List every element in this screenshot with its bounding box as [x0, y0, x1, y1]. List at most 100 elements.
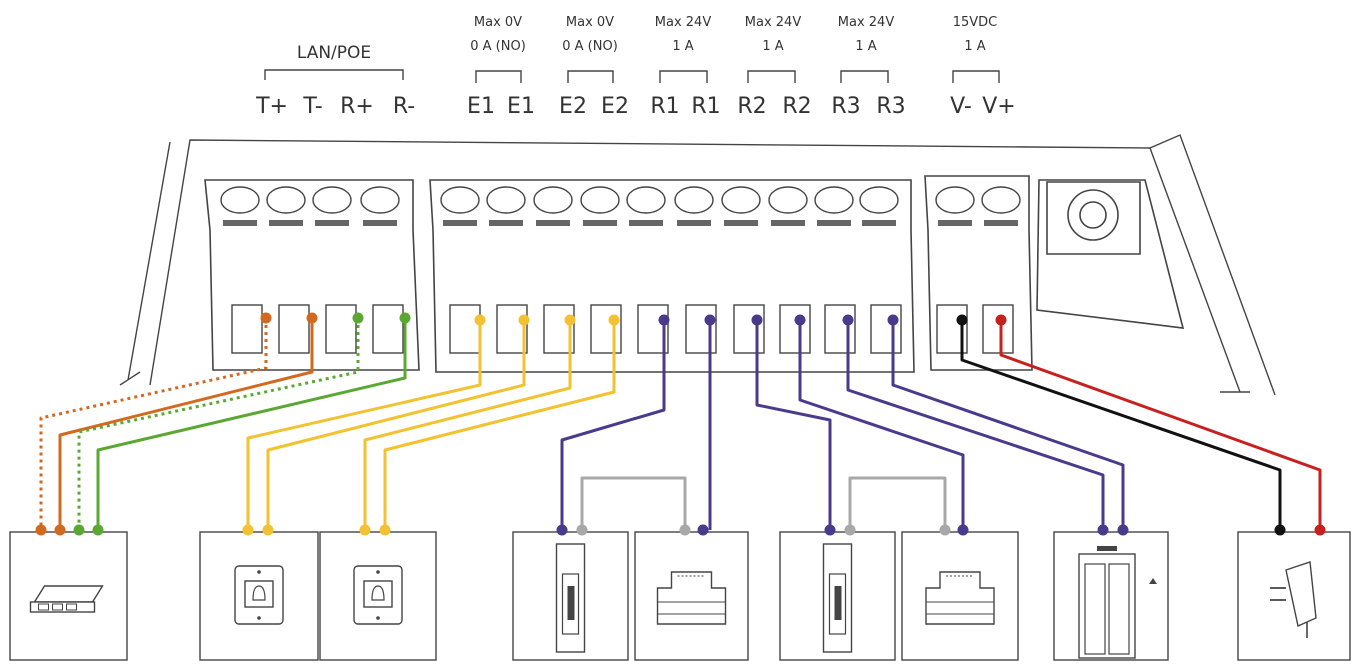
wire-dot-black: [956, 314, 968, 326]
terminal-label: R1: [650, 94, 679, 119]
group-rating-line1: Max 0V: [566, 15, 614, 30]
wire-dot-grey: [679, 524, 691, 536]
terminal-screw-head: [935, 186, 975, 214]
wire-dot-purple: [887, 314, 899, 326]
terminal-label: R3: [831, 94, 860, 119]
terminal-marker: [443, 220, 477, 226]
terminal-slot: [982, 304, 1014, 354]
wire-green: [77, 318, 360, 530]
din-rail-psu-icon: [925, 571, 995, 625]
terminal-marker: [724, 220, 758, 226]
wire-dot-green: [352, 312, 364, 324]
wire-red: [999, 320, 1322, 530]
wire-dots: [35, 312, 1326, 536]
group-rating-line1: Max 0V: [474, 15, 522, 30]
group-rating-line2: 1 A: [964, 39, 985, 54]
terminal-marker: [489, 220, 523, 226]
housing-side: [1149, 134, 1276, 396]
doorbell-button-2: [319, 531, 437, 661]
terminal-label: E2: [601, 94, 629, 119]
wire-dot-yellow: [564, 314, 576, 326]
wire-yellow: [363, 320, 572, 530]
wire-orange: [58, 318, 314, 530]
housing-edge: [127, 141, 171, 381]
wire-dot-purple: [556, 524, 568, 536]
wire-purple: [798, 320, 965, 530]
terminal-slot: [824, 304, 856, 354]
terminal-label: V-: [950, 94, 972, 119]
group-rating-line2: 0 A (NO): [470, 39, 526, 54]
group-rating-line2: 1 A: [672, 39, 693, 54]
terminal-marker: [269, 220, 303, 226]
terminal-screw-head: [360, 186, 400, 214]
terminal-marker: [583, 220, 617, 226]
wire-dot-grey: [576, 524, 588, 536]
wire-dot-yellow: [359, 524, 371, 536]
terminal-marker: [771, 220, 805, 226]
wire-dot-yellow: [262, 524, 274, 536]
wire-dot-black: [1274, 524, 1286, 536]
group-rating-line1: Max 24V: [745, 15, 802, 30]
terminal-slot: [278, 304, 310, 354]
terminal-screw-head: [626, 186, 666, 214]
terminal-slot: [779, 304, 811, 354]
wire-dot-grey: [844, 524, 856, 536]
wire-black: [960, 320, 1282, 530]
door-strike-1: [512, 531, 629, 661]
wire-dot-purple: [824, 524, 836, 536]
terminal-screw-head: [859, 186, 899, 214]
lan-bracket: [264, 69, 404, 80]
port-knob-inner: [1079, 201, 1107, 229]
terminal-slot: [231, 304, 263, 354]
wire-yellow: [266, 320, 526, 530]
terminal-slot: [449, 304, 481, 354]
terminal-label: R3: [876, 94, 905, 119]
din-rail-psu-icon: [656, 571, 727, 625]
group-rating-line2: 1 A: [762, 39, 783, 54]
wire-grey: [580, 476, 687, 530]
header-labels: LAN/POE T+ T- R+ R- Max 0V 0 A (NO) E1 E…: [255, 15, 1016, 119]
group-rating-line1: Max 24V: [655, 15, 712, 30]
housing-outline: [149, 139, 1241, 393]
wire-dot-green: [92, 524, 104, 536]
wire-dot-purple: [697, 524, 709, 536]
terminal-screw-head: [533, 186, 573, 214]
power-plug-icon: [1270, 561, 1317, 638]
terminal-label: R-: [393, 94, 415, 119]
terminal-marker: [536, 220, 570, 226]
terminal-marker: [223, 220, 257, 226]
electric-strike-icon: [822, 543, 853, 653]
terminal-slot: [372, 304, 404, 354]
wire-dot-grey: [939, 524, 951, 536]
terminal-label: R2: [737, 94, 766, 119]
group-rating-line2: 0 A (NO): [562, 39, 618, 54]
wire-orange: [39, 318, 268, 530]
group-rating-line1: 15VDC: [953, 15, 998, 30]
terminal-screw-head: [674, 186, 714, 214]
terminal-slot: [325, 304, 357, 354]
wire-dot-purple: [842, 314, 854, 326]
wire-dot-yellow: [474, 314, 486, 326]
power-supply-2: [901, 531, 1019, 661]
terminal-slot: [870, 304, 902, 354]
wire-dot-purple: [704, 314, 716, 326]
doorbell-button-1: [199, 531, 319, 661]
wire-grey: [848, 476, 947, 530]
group-rating-line1: Max 24V: [838, 15, 895, 30]
terminal-screw-head: [814, 186, 854, 214]
wires: [39, 318, 1322, 530]
terminal-marker: [817, 220, 851, 226]
terminal-screws: [220, 186, 1021, 354]
door-strike-2: [779, 531, 896, 661]
wire-dot-purple: [751, 314, 763, 326]
group-bracket: [475, 70, 522, 83]
group-bracket: [567, 70, 614, 83]
group-rating-line2: 1 A: [855, 39, 876, 54]
terminal-screw-head: [768, 186, 808, 214]
terminal-marker: [677, 220, 711, 226]
group-bracket: [840, 70, 889, 83]
terminal-screw-head: [220, 186, 260, 214]
wire-dot-purple: [1097, 524, 1109, 536]
housing-shadow-line: [119, 371, 141, 386]
